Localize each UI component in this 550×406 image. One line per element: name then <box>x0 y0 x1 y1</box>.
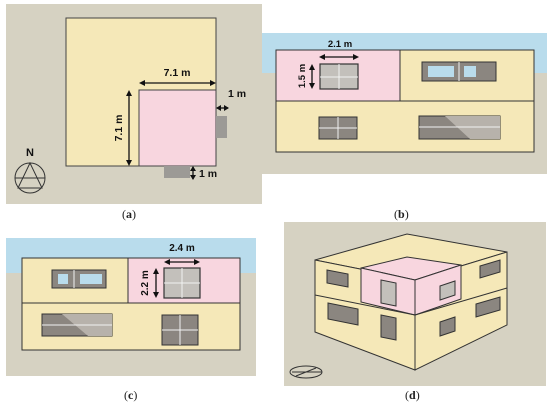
panel-b-elevation: 2.1 m 1.5 m <box>262 33 547 174</box>
test-window <box>319 63 359 90</box>
panel-a: 7.1 m 7.1 m 1 m 1 m N <box>6 4 262 204</box>
upper-left-window <box>51 269 107 289</box>
panel-d <box>284 222 546 386</box>
panel-c: 2.4 m 2.2 m <box>6 238 256 376</box>
south-window-shade <box>164 166 190 178</box>
caption-d: (d) <box>405 388 420 403</box>
test-zone <box>138 89 217 167</box>
arrowhead <box>353 54 359 60</box>
test-window <box>163 267 201 299</box>
caption-close: ) <box>415 388 420 402</box>
arrowhead <box>319 54 325 60</box>
caption-b: (b) <box>394 207 409 222</box>
caption-close: ) <box>132 207 136 221</box>
width-label: 2.1 m <box>328 39 352 50</box>
lower-left-window <box>318 116 358 140</box>
right-gap-label: 1 m <box>228 88 246 100</box>
arrowhead <box>126 160 132 166</box>
arrowhead <box>210 80 216 86</box>
arrowhead <box>194 259 200 265</box>
caption-letter: a <box>126 207 132 221</box>
lower-left-window <box>41 313 113 337</box>
arrowhead <box>139 80 145 86</box>
caption-c: (c) <box>124 388 137 403</box>
upper-right-window <box>421 61 497 82</box>
height-label: 1.5 m <box>297 64 308 88</box>
panel-b: 2.1 m 1.5 m <box>262 33 547 174</box>
arrowhead <box>153 268 159 274</box>
lower-right-window <box>418 115 501 140</box>
caption-open: ( <box>122 207 126 221</box>
caption-letter: c <box>128 388 134 402</box>
panel-c-elevation: 2.4 m 2.2 m <box>6 238 256 376</box>
caption-close: ) <box>404 207 409 221</box>
arrowhead <box>224 105 229 111</box>
caption-close: ) <box>133 388 138 402</box>
bottom-gap-label: 1 m <box>199 168 217 180</box>
arrowhead <box>309 64 315 70</box>
arrowhead <box>164 259 170 265</box>
caption-open: ( <box>124 388 128 402</box>
arrowhead <box>126 90 132 96</box>
caption-open: ( <box>394 207 398 221</box>
north-label: N <box>26 147 34 159</box>
caption-open: ( <box>405 388 409 402</box>
height-label: 7.1 m <box>113 115 125 142</box>
panel-d-3d-view <box>284 222 546 386</box>
panel-a-plan: 7.1 m 7.1 m 1 m 1 m N <box>6 4 262 204</box>
caption-letter: b <box>398 207 405 221</box>
north-compass-icon <box>289 365 323 379</box>
width-label: 7.1 m <box>164 67 191 79</box>
building-3d <box>314 233 508 371</box>
width-label: 2.4 m <box>169 243 195 254</box>
arrowhead <box>153 292 159 298</box>
east-window-shade <box>216 116 227 138</box>
windows-3d <box>326 259 501 341</box>
arrowhead <box>216 105 221 111</box>
caption-a: (a) <box>122 207 136 222</box>
north-compass-icon <box>14 161 46 194</box>
arrowhead <box>190 166 196 171</box>
arrowhead <box>190 175 196 180</box>
arrowhead <box>309 83 315 89</box>
height-label: 2.2 m <box>140 270 151 296</box>
lower-right-window <box>161 314 199 346</box>
caption-letter: d <box>409 388 416 402</box>
